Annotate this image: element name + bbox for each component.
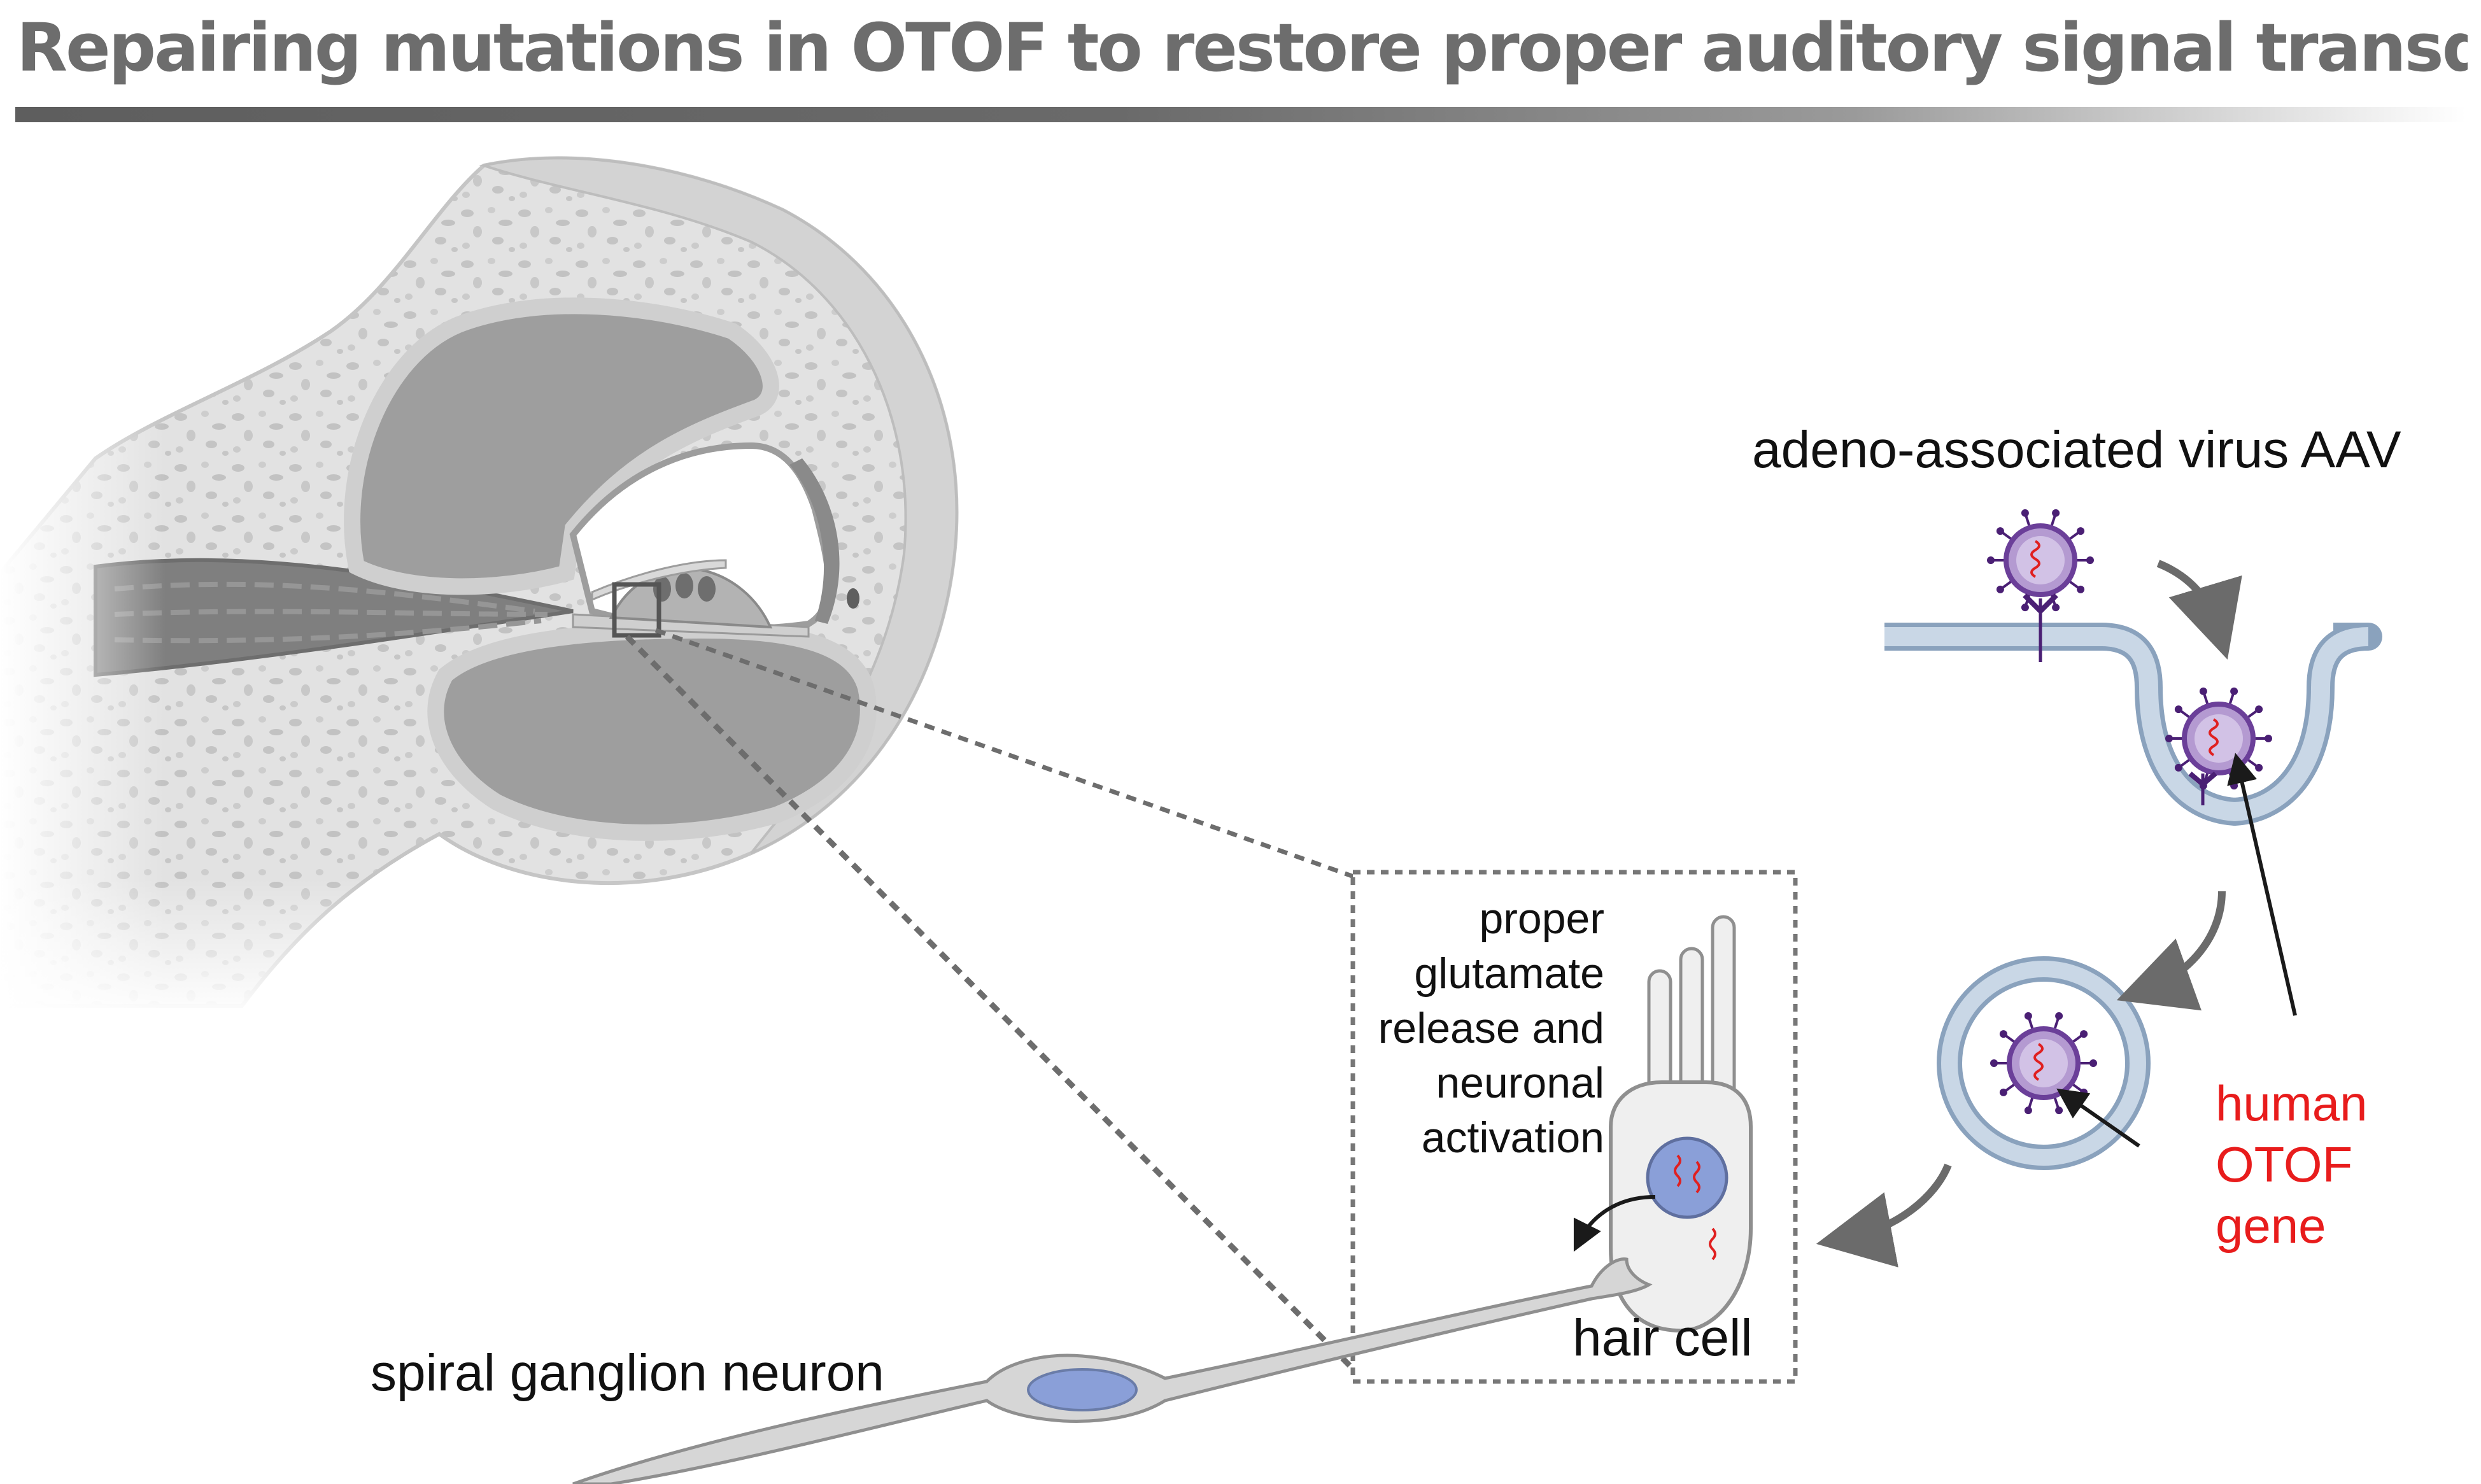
endocytosis-membrane bbox=[1884, 623, 2382, 826]
release-label-line: activation bbox=[1421, 1113, 1604, 1162]
figure-title: Repairing mutations in OTOF to restore p… bbox=[17, 9, 2468, 87]
release-label-line: proper bbox=[1479, 894, 1604, 943]
cochlea-cross-section bbox=[0, 156, 959, 1019]
release-label-line: release and bbox=[1378, 1004, 1604, 1052]
outer-hair-cell-nucleus bbox=[653, 576, 671, 602]
gene-pointer-lower bbox=[2056, 1088, 2140, 1148]
inner-hair-cell bbox=[1573, 915, 1753, 1333]
release-label: proper glutamate release and neuronal ac… bbox=[1331, 891, 1604, 1165]
scala-vestibuli bbox=[344, 297, 779, 595]
neuron-nucleus bbox=[1027, 1368, 1138, 1411]
gene-label-line: gene bbox=[2216, 1198, 2326, 1254]
zoom-region-box bbox=[612, 582, 661, 638]
zoom-line-lower bbox=[625, 634, 1355, 1371]
otof-transcript-cytoplasm bbox=[1709, 1227, 1716, 1261]
release-label-line: neuronal bbox=[1436, 1059, 1604, 1107]
bone-cortex bbox=[479, 157, 958, 854]
fade-bottom bbox=[0, 879, 764, 1019]
otof-transcript bbox=[1674, 1154, 1700, 1194]
arrow-to-hair-cell bbox=[1816, 1163, 1952, 1268]
hair-cell-label: hair cell bbox=[1573, 1309, 1753, 1367]
gene-label: human OTOF gene bbox=[2216, 1073, 2368, 1256]
stria-vascularis bbox=[789, 458, 840, 624]
arrow-binding-to-endocytosis bbox=[2156, 560, 2242, 660]
outer-hair-cell-nucleus bbox=[675, 573, 693, 598]
title-underline bbox=[15, 107, 2466, 122]
aav-label: adeno-associated virus AAV bbox=[1752, 421, 2401, 479]
aav-particles bbox=[1987, 509, 2272, 1115]
membrane-inner bbox=[1884, 627, 2369, 821]
arrow-to-endosome bbox=[2116, 891, 2226, 1011]
spiral-ganglion-neuron bbox=[572, 1257, 1653, 1484]
receptor-internalized bbox=[2188, 771, 2217, 805]
nerve-fibers bbox=[114, 581, 548, 644]
vessel bbox=[847, 588, 859, 609]
gene-label-line: human bbox=[2216, 1075, 2368, 1131]
aav-particle-free bbox=[1987, 509, 2094, 612]
gene-pointer-upper bbox=[2227, 753, 2297, 1016]
scala-tympani bbox=[427, 621, 877, 841]
neuron-label: spiral ganglion neuron bbox=[371, 1344, 884, 1402]
endosome bbox=[1937, 956, 2151, 1170]
receptor-surface bbox=[2023, 593, 2058, 662]
outer-hair-cell-nucleus bbox=[698, 576, 716, 602]
release-label-line: glutamate bbox=[1414, 949, 1604, 998]
gene-label-line: OTOF bbox=[2216, 1136, 2353, 1192]
hair-cell-nucleus bbox=[1646, 1136, 1728, 1219]
glutamate-release-arrow bbox=[1573, 1195, 1656, 1252]
aav-particle-endosome bbox=[1990, 1012, 2097, 1115]
